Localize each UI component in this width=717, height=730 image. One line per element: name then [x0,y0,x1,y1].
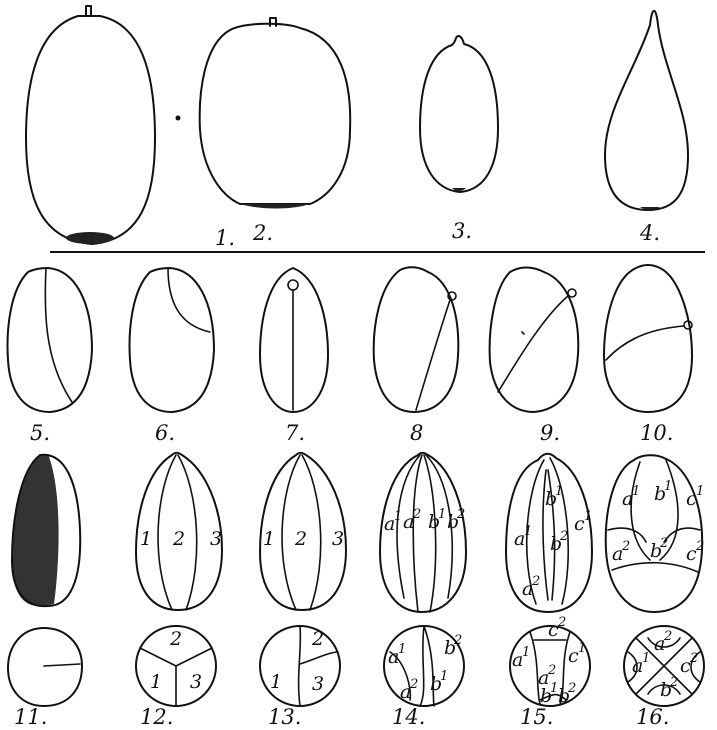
segment-sup: 2 [453,633,462,648]
figure-11-section [8,628,82,706]
figure-13-seed: 1 2 3 [260,453,346,610]
figure-12-seed: 1 2 3 [136,453,222,610]
segment-label: 1 [140,528,152,550]
segment-label: 3 [210,528,222,550]
segment-sup: 2 [663,629,672,644]
section-segment-label: 2 [311,628,324,650]
figure-16-section: a 2 b 2 a 1 c 2 [624,626,704,706]
figure-3-fruit [420,36,498,192]
figure-15-seed: a 1 a 2 b 1 b 2 c 1 [506,454,592,612]
figure-1-label: 1. [215,226,235,250]
segment-label: 2 [294,528,307,550]
segment-label: 2 [172,528,185,550]
figure-11-seed [12,454,80,606]
figure-15-label: 15. [520,705,553,729]
segment-sup: 1 [522,645,530,660]
segment-sup: 2 [669,675,678,690]
stray-dot [176,116,181,121]
segment-sup: 1 [555,484,563,499]
segment-sup: 2 [567,681,576,696]
figure-13-label: 13. [268,705,301,729]
figure-14-seed: a 1 a 2 b 1 b 2 [380,453,466,612]
figure-14-label: 14. [392,705,425,729]
figure-9-seed [490,268,579,413]
figure-6-label: 6. [155,421,175,445]
figure-9-label: 9. [540,421,560,445]
segment-sup: 1 [584,509,592,524]
figure-7-seed [260,268,328,412]
section-segment-label: 1 [270,671,282,693]
segment-sup: 2 [621,539,630,554]
figure-2-fruit [200,18,351,209]
segment-label: 1 [263,528,275,550]
segment-sup: 1 [664,479,672,494]
segment-label: 3 [332,528,344,550]
segment-sup: 1 [394,509,402,524]
segment-sup: 2 [659,536,668,551]
segment-sup: 2 [547,663,556,678]
figure-10-label: 10. [640,421,673,445]
figure-15-section: a 1 a 2 c 2 c 1 b 1 b 2 [510,615,590,707]
figure-1-fruit [26,6,155,244]
figure-16-seed: a 1 a 2 b 1 b 2 c 1 c 2 [606,455,705,612]
figure-10-seed [604,265,692,412]
segment-sup: 1 [578,641,586,656]
figure-16-label: 16. [636,705,669,729]
section-segment-label: 3 [312,673,324,695]
section-segment-label: 2 [169,628,182,650]
figure-4-label: 4. [639,221,660,245]
figure-14-section: a 1 a 2 b 1 b 2 [384,626,464,706]
figure-13-section: 2 1 3 [260,626,340,706]
segment-sup: 1 [642,651,650,666]
figure-5-seed [8,268,92,412]
figure-8-label: 8 [410,421,423,445]
segment-sup: 2 [412,507,421,522]
segment-sup: 1 [632,484,640,499]
section-segment-label: 1 [150,671,162,693]
segment-sup: 1 [696,484,704,499]
segment-sup: 2 [689,651,698,666]
figure-3-label: 3. [452,219,472,243]
segment-sup: 2 [531,574,540,589]
figure-8-seed [374,267,459,412]
segment-sup: 2 [456,507,465,522]
figure-12-label: 12. [140,705,173,729]
segment-sup: 2 [557,615,566,630]
figure-5-label: 5. [30,421,50,445]
segment-sup: 2 [409,677,418,692]
figure-11-label: 11. [14,705,47,729]
segment-sup: 2 [695,539,704,554]
segment-sup: 1 [524,524,532,539]
section-segment-label: 3 [190,671,202,693]
figure-7-label: 7. [285,421,305,445]
figure-4-fruit [605,11,688,210]
figure-6-seed [130,268,214,412]
segment-sup: 1 [438,507,446,522]
figure-12-section: 2 1 3 [136,626,216,706]
segment-sup: 1 [398,642,406,657]
figure-2-label: 2. [252,221,273,245]
segment-sup: 2 [559,529,568,544]
segment-sup: 1 [440,669,448,684]
